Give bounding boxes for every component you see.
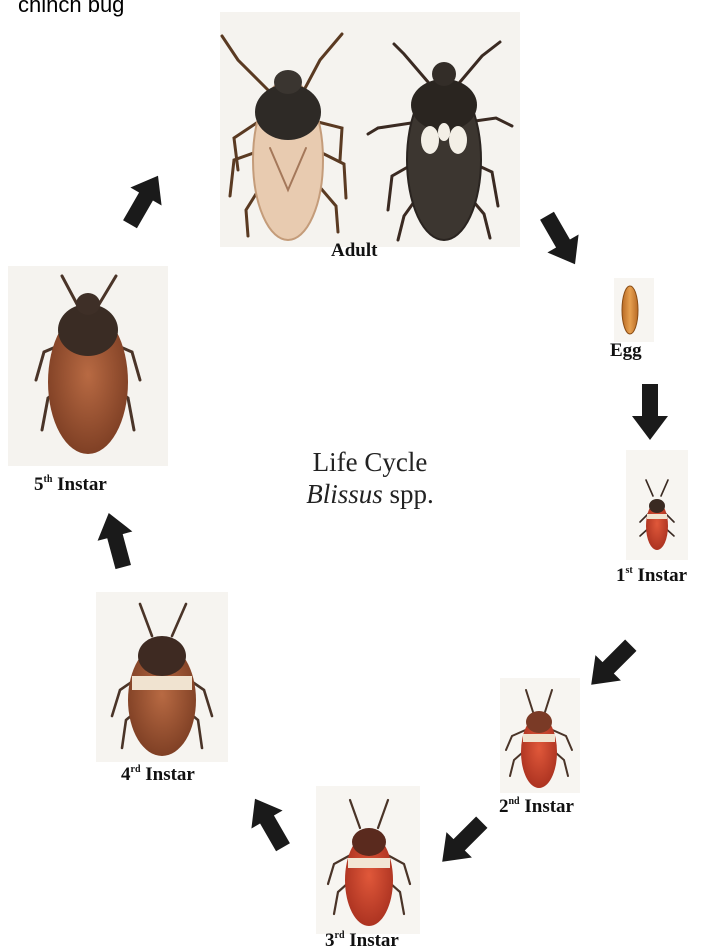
instar2-suffix: nd (509, 796, 520, 807)
stage-label-egg: Egg (610, 340, 642, 362)
instar3-suffix: rd (335, 930, 345, 941)
instar1-suffix: st (626, 565, 633, 576)
center-title-line2: Blissus spp. (285, 478, 455, 510)
arrow-instar3-to-instar4 (239, 790, 298, 856)
instar1-number: 1 (616, 565, 626, 586)
instar1-word: Instar (637, 565, 687, 586)
arrow-instar2-to-instar3 (429, 809, 494, 874)
stage-label-instar1: 1st Instar (616, 565, 687, 587)
center-title-line1: Life Cycle (285, 446, 455, 478)
center-title-genus: Blissus (306, 479, 383, 509)
instar4-word: Instar (145, 764, 195, 785)
instar4-suffix: rd (131, 764, 141, 775)
instar2-word: Instar (524, 796, 574, 817)
arrow-egg-to-instar1 (632, 384, 668, 440)
stage-label-adult: Adult (331, 240, 377, 262)
center-title-suffix: spp. (390, 479, 434, 509)
arrow-adult-to-egg (531, 207, 590, 273)
instar5-number: 5 (34, 474, 44, 495)
egg-illustration (622, 286, 638, 334)
stage-label-instar2: 2nd Instar (499, 796, 574, 818)
instar5-suffix: th (44, 474, 53, 485)
instar2-number: 2 (499, 796, 509, 817)
instar3-number: 3 (325, 930, 335, 951)
arrow-instar1-to-instar2 (578, 632, 643, 697)
instar3-word: Instar (349, 930, 399, 951)
arrow-instar5-to-adult (114, 167, 173, 233)
instar4-number: 4 (121, 764, 131, 785)
stage-label-instar3: 3rd Instar (325, 930, 399, 952)
center-title: Life Cycle Blissus spp. (285, 446, 455, 510)
arrow-instar4-to-instar5 (91, 508, 140, 571)
instar5-word: Instar (57, 474, 107, 495)
stage-label-instar4: 4rd Instar (121, 764, 195, 786)
stage-label-instar5: 5th Instar (34, 474, 107, 496)
